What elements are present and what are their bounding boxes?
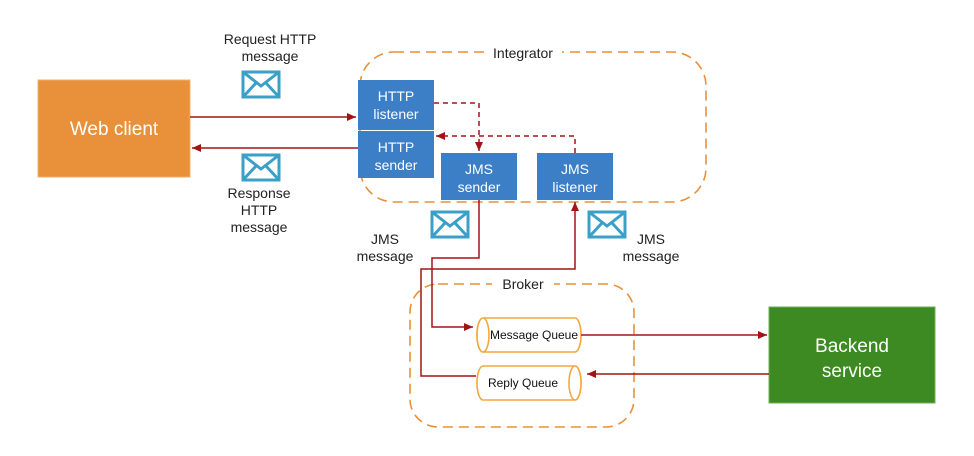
arrow-jms-listener-to-http-sender xyxy=(436,132,576,153)
jms-message-right-line2: message xyxy=(623,248,680,264)
jms-sender-node: JMS sender xyxy=(441,153,517,200)
jms-message-right-line1: JMS xyxy=(637,231,665,247)
http-sender-line1: HTTP xyxy=(378,139,415,155)
envelope-icon xyxy=(241,153,281,182)
web-client-label: Web client xyxy=(70,119,159,140)
http-listener-node: HTTP listener xyxy=(358,80,434,130)
envelope-icon xyxy=(430,210,470,239)
jms-message-left-line2: message xyxy=(357,248,414,264)
envelope-icon xyxy=(241,70,281,99)
arrow-jms-sender-to-message-queue xyxy=(431,200,480,331)
response-label-line2: HTTP xyxy=(241,202,278,218)
broker-group: Broker xyxy=(409,274,635,428)
jms-listener-node: JMS listener xyxy=(537,153,613,200)
web-client-node: Web client xyxy=(37,79,191,178)
message-queue-label: Message Queue xyxy=(490,328,578,342)
response-label-line3: message xyxy=(231,219,288,235)
arrow-reply-queue-to-jms-listener xyxy=(420,202,579,377)
response-label-line1: Response xyxy=(227,185,290,201)
jms-listener-line2: listener xyxy=(552,179,597,195)
jms-message-left-line1: JMS xyxy=(371,231,399,247)
envelope-icon xyxy=(587,210,627,239)
jms-listener-line1: JMS xyxy=(561,161,589,177)
request-label-line1: Request HTTP xyxy=(224,31,317,47)
arrow-listener-to-jms-sender xyxy=(434,102,483,151)
http-sender-node: HTTP sender xyxy=(358,131,434,178)
broker-label: Broker xyxy=(502,276,544,292)
reply-queue-label: Reply Queue xyxy=(488,376,558,390)
backend-service-node: Backend service xyxy=(768,306,936,404)
reply-queue-node: Reply Queue xyxy=(476,365,582,401)
backend-label-line2: service xyxy=(822,361,882,382)
jms-sender-line1: JMS xyxy=(465,161,493,177)
http-listener-line2: listener xyxy=(373,106,418,122)
jms-sender-line2: sender xyxy=(458,179,501,195)
request-label-line2: message xyxy=(242,48,299,64)
backend-label-line1: Backend xyxy=(815,336,889,357)
arrows xyxy=(190,102,769,378)
integrator-label: Integrator xyxy=(493,45,553,61)
http-sender-line2: sender xyxy=(375,157,418,173)
message-queue-node: Message Queue xyxy=(476,317,582,353)
http-listener-line1: HTTP xyxy=(378,88,415,104)
